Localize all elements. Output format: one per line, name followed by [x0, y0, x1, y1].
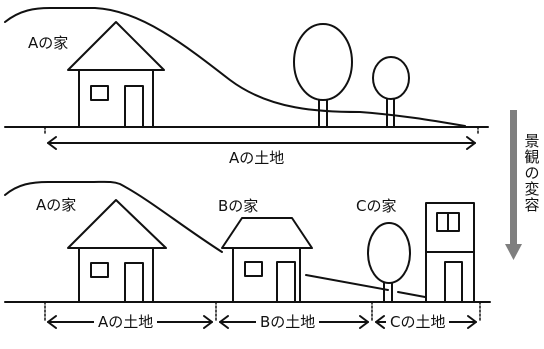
- side-caption-char: 景: [524, 132, 540, 150]
- bottom-house-b: [221, 217, 313, 303]
- side-caption-char: 変: [524, 180, 540, 198]
- bottom-land-b-label: Bの土地: [256, 315, 320, 330]
- bottom-hill-slope: [4, 180, 223, 253]
- top-land-label: Aの土地: [225, 151, 289, 166]
- top-tree-small: [372, 56, 410, 128]
- side-caption-char: の: [524, 164, 540, 182]
- top-tree-large: [293, 23, 353, 128]
- transition-arrow: [505, 110, 522, 260]
- top-house-a-label: Aの家: [28, 34, 69, 52]
- top-hill-slope: [4, 7, 466, 127]
- side-caption-char: 観: [524, 148, 540, 166]
- bottom-house-b-label: Bの家: [218, 197, 259, 215]
- bottom-scene: [4, 180, 491, 303]
- bottom-land-a-label: Aの土地: [94, 315, 158, 330]
- bottom-tree: [367, 222, 411, 303]
- bottom-house-a-label: Aの家: [36, 196, 77, 214]
- bottom-house-c-label: Cの家: [356, 197, 397, 215]
- bottom-house-a: [67, 199, 167, 303]
- side-caption: 景 観 の 変 容: [523, 133, 541, 213]
- bottom-land-c-label: Cの土地: [386, 315, 450, 330]
- side-caption-char: 容: [524, 196, 540, 214]
- top-scene: [4, 7, 489, 128]
- bottom-house-c: [425, 202, 475, 303]
- bottom-slope-right: [397, 291, 426, 298]
- bottom-slope-middle: [305, 274, 389, 291]
- top-house-a: [67, 21, 165, 128]
- top-land-arrow: [44, 126, 479, 150]
